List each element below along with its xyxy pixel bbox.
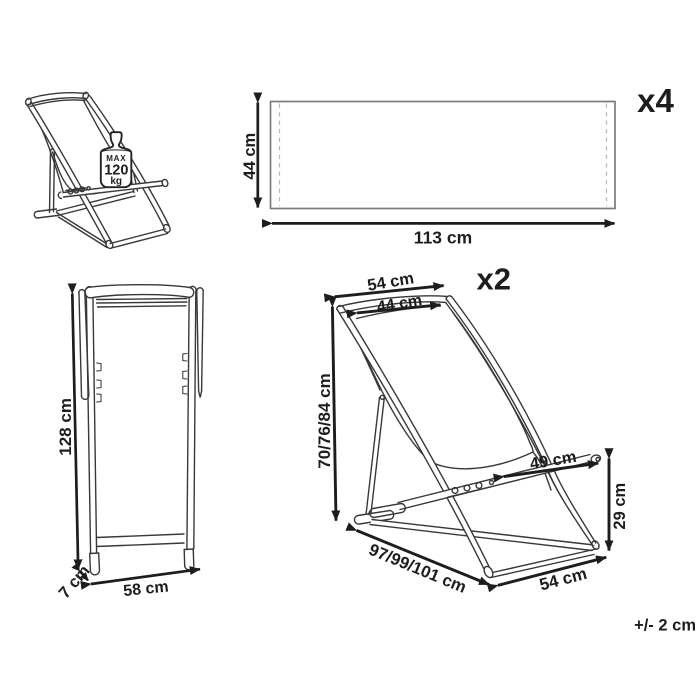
svg-text:113 cm: 113 cm [414, 228, 472, 248]
svg-text:70/76/84 cm: 70/76/84 cm [315, 373, 334, 468]
svg-text:7 cm: 7 cm [55, 562, 93, 602]
svg-text:x4: x4 [637, 82, 674, 119]
svg-text:49 cm: 49 cm [529, 448, 578, 473]
svg-text:29 cm: 29 cm [611, 483, 629, 530]
svg-text:x2: x2 [477, 261, 511, 296]
svg-text:58 cm: 58 cm [123, 578, 170, 600]
svg-text:+/- 2 cm: +/- 2 cm [634, 617, 696, 635]
svg-text:kg: kg [110, 176, 122, 187]
svg-text:44 cm: 44 cm [376, 292, 424, 316]
svg-text:120: 120 [104, 163, 128, 179]
svg-text:54 cm: 54 cm [366, 269, 415, 294]
svg-text:44 cm: 44 cm [241, 133, 259, 180]
svg-text:54 cm: 54 cm [537, 564, 588, 595]
svg-text:MAX: MAX [106, 154, 126, 163]
svg-text:97/99/101 cm: 97/99/101 cm [366, 540, 469, 597]
svg-text:128 cm: 128 cm [56, 398, 75, 456]
